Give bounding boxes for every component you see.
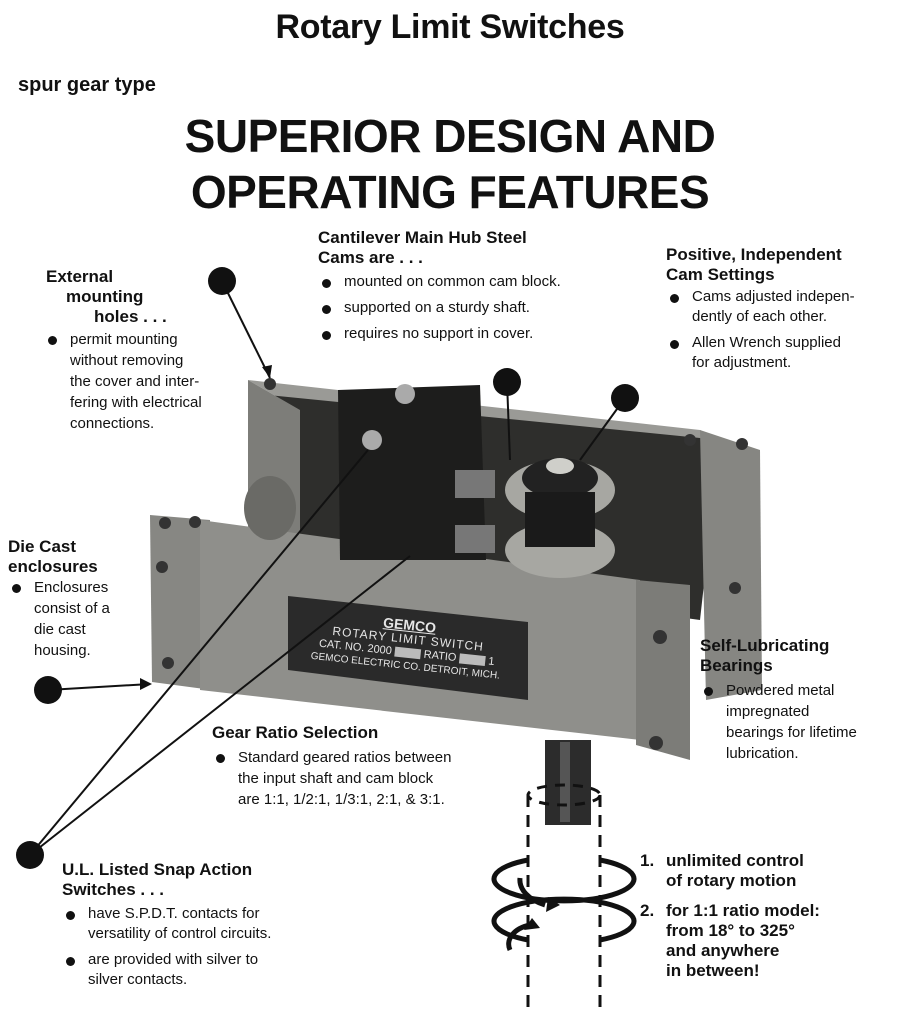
feature-2-number: 2. [640,901,655,920]
cantilever-heading-2: Cams are . . . [318,248,423,267]
external-line-1: permit mounting [70,331,178,348]
diecast-line: housing. [34,642,91,659]
section-cantilever: Cantilever Main Hub Steel Cams are . . .… [318,228,638,344]
section-external-mounting: External mounting holes . . . permit mou… [30,267,250,434]
positive-item: Allen Wrench supplied for adjustment. [666,333,896,373]
diecast-line: consist of a [34,600,110,617]
gear-line: are 1:1, 1/2:1, 1/3:1, 2:1, & 3:1. [238,791,445,808]
section-gear-ratio: Gear Ratio Selection Standard geared rat… [212,723,532,810]
subtitle: spur gear type [18,74,156,96]
selflub-line: lubrication. [726,745,799,762]
ul-item: are provided with silver to silver conta… [62,950,362,990]
positive-item-line: for adjustment. [692,354,792,371]
feature-2-line: in between! [666,961,760,980]
cantilever-item: mounted on common cam block. [318,272,638,292]
positive-heading-2: Cam Settings [666,265,775,284]
page-title: Rotary Limit Switches [275,8,625,46]
diecast-text: Enclosures consist of a die cast housing… [8,577,148,661]
gear-text: Standard geared ratios between the input… [212,747,532,810]
positive-item-line: Allen Wrench supplied [692,334,841,351]
positive-heading-1: Positive, Independent [666,245,842,264]
external-text: permit mounting without removing the cov… [46,329,250,434]
ul-item-line: are provided with silver to [88,951,259,968]
positive-item-line: dently of each other. [692,308,828,325]
feature-1-line: of rotary motion [666,871,797,890]
diecast-line: die cast [34,621,86,638]
selflub-heading-1: Self-Lubricating [700,636,830,655]
gear-heading: Gear Ratio Selection [212,723,379,742]
ul-item: have S.P.D.T. contacts for versatility o… [62,904,362,944]
headline-line-1: SUPERIOR DESIGN AND [184,110,716,162]
cantilever-heading-1: Cantilever Main Hub Steel [318,228,527,247]
section-die-cast: Die Cast enclosures Enclosures consist o… [8,537,148,661]
feature-1: 1. unlimited control of rotary motion [640,851,890,891]
features-list: 1. unlimited control of rotary motion 2.… [640,851,890,981]
external-line-5: connections. [70,415,155,432]
feature-2-line: and anywhere [666,941,780,960]
cantilever-item: supported on a sturdy shaft. [318,298,638,318]
selflub-line: Powdered metal [726,682,835,699]
diecast-line: Enclosures [34,579,109,596]
selflub-heading-2: Bearings [700,656,773,675]
gear-line: Standard geared ratios between [238,749,452,766]
diecast-heading-2: enclosures [8,557,98,576]
diecast-heading-1: Die Cast [8,537,77,556]
external-heading-3: holes . . . [94,307,167,326]
ul-item-line: have S.P.D.T. contacts for [88,905,260,922]
feature-2-line: from 18° to 325° [666,921,795,940]
external-line-2: without removing [70,352,184,369]
ul-item-line: silver contacts. [88,971,188,988]
feature-2-line: for 1:1 ratio model: [666,901,820,920]
external-heading-1: External [46,267,114,286]
callout-dot-mounting-holes [208,267,236,295]
external-line-4: fering with electrical [70,394,202,411]
ul-heading-2: Switches . . . [62,880,165,899]
callout-dot-cam-left [493,368,521,396]
selflub-line: bearings for lifetime [726,724,857,741]
section-self-lubricating: Self-Lubricating Bearings Powdered metal… [700,636,895,764]
headline-line-2: OPERATING FEATURES [190,166,710,218]
gear-line: the input shaft and cam block [238,770,434,787]
nameplate-ratio-value: 1 [487,655,496,669]
callout-dot-cam-right [611,384,639,412]
section-positive: Positive, Independent Cam Settings Cams … [666,245,896,373]
positive-item: Cams adjusted indepen- dently of each ot… [666,287,896,327]
selflub-line: impregnated [726,703,810,720]
callout-dot-snap-switches [16,841,44,869]
feature-1-line: unlimited control [666,851,804,870]
external-heading-2: mounting [66,287,144,306]
section-ul-listed: U.L. Listed Snap Action Switches . . . h… [62,860,362,990]
ul-heading-1: U.L. Listed Snap Action [62,860,253,879]
cantilever-item: requires no support in cover. [318,324,638,344]
callout-dot-die-cast [34,676,62,704]
feature-2: 2. for 1:1 ratio model: from 18° to 325°… [640,901,890,981]
ul-item-line: versatility of control circuits. [88,925,272,942]
positive-item-line: Cams adjusted indepen- [692,288,855,305]
feature-1-number: 1. [640,851,655,870]
selflub-text: Powdered metal impregnated bearings for … [700,680,895,764]
external-line-3: the cover and inter- [70,373,200,390]
